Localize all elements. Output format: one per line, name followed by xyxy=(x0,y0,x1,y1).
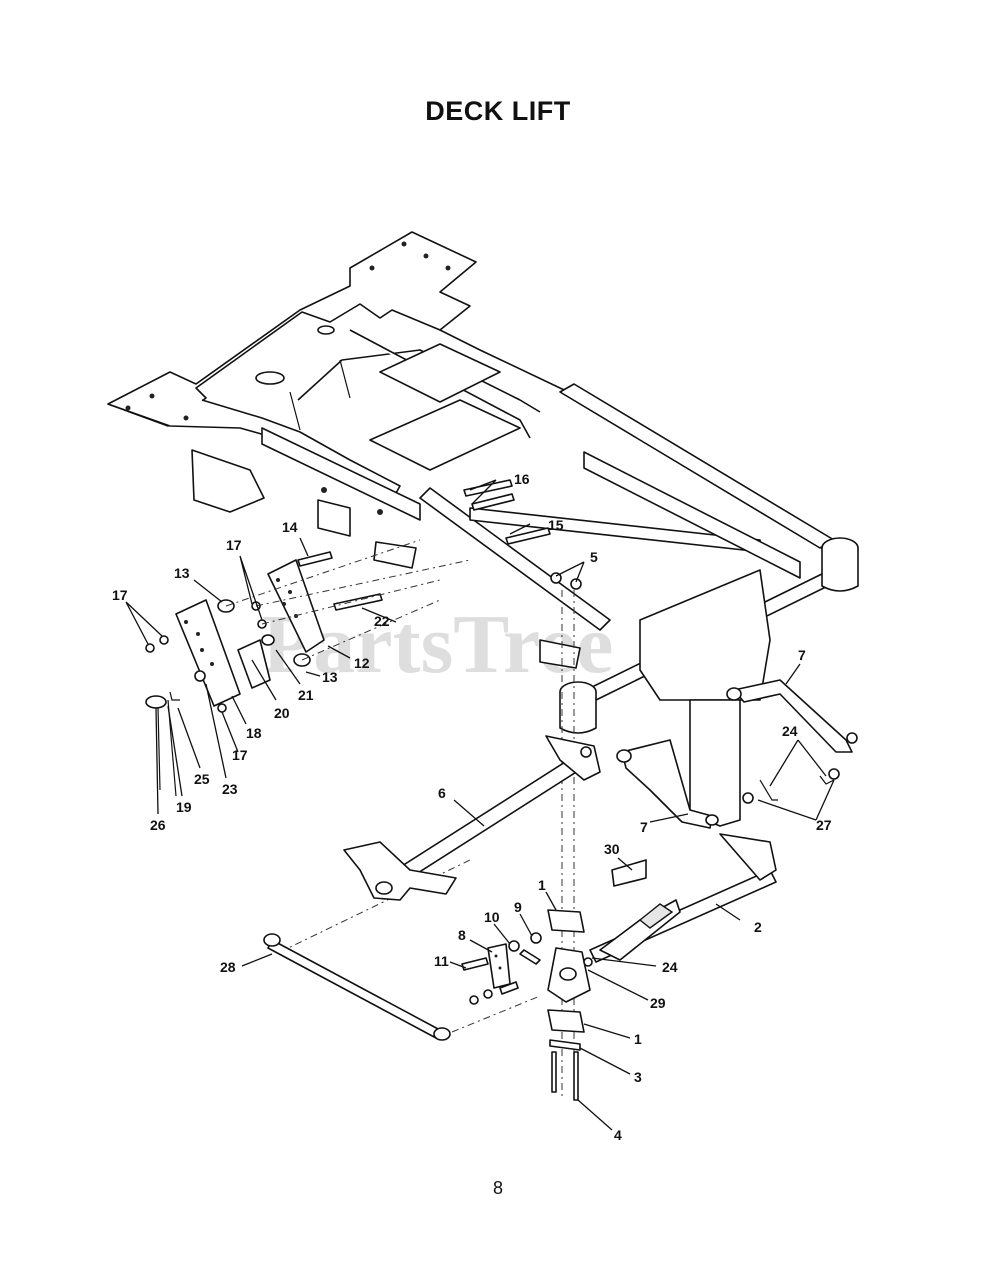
callout-17-c: 17 xyxy=(232,747,248,763)
callout-7-a: 7 xyxy=(798,647,806,663)
callout-26: 26 xyxy=(150,817,166,833)
callout-18: 18 xyxy=(246,725,262,741)
callout-20: 20 xyxy=(274,705,290,721)
callout-25: 25 xyxy=(194,771,210,787)
callout-5: 5 xyxy=(590,549,598,565)
callout-6: 6 xyxy=(438,785,446,801)
callout-9: 9 xyxy=(514,899,522,915)
callout-10: 10 xyxy=(484,909,500,925)
callout-30: 30 xyxy=(604,841,620,857)
callout-2: 2 xyxy=(754,919,762,935)
callout-21: 21 xyxy=(298,687,314,703)
rod-28 xyxy=(263,933,451,1041)
callout-1-b: 1 xyxy=(634,1031,642,1047)
lift-bar-2 xyxy=(589,833,777,963)
callout-13-b: 13 xyxy=(322,669,338,685)
callout-17-b: 17 xyxy=(112,587,128,603)
callout-7-b: 7 xyxy=(640,819,648,835)
callout-14: 14 xyxy=(282,519,298,535)
callout-16: 16 xyxy=(514,471,530,487)
callout-4: 4 xyxy=(614,1127,622,1143)
leader-lines xyxy=(125,479,835,1131)
lower-center-assembly xyxy=(461,859,647,1101)
callout-24-a: 24 xyxy=(782,723,798,739)
callout-29: 29 xyxy=(650,995,666,1011)
callout-27: 27 xyxy=(816,817,832,833)
callout-13-a: 13 xyxy=(174,565,190,581)
page-number: 8 xyxy=(492,1178,503,1198)
callout-28: 28 xyxy=(220,959,236,975)
callout-12: 12 xyxy=(354,655,370,671)
callouts: 16 15 5 14 17 13 17 22 12 13 21 20 18 17… xyxy=(112,471,832,1143)
callout-19: 19 xyxy=(176,799,192,815)
callout-17-a: 17 xyxy=(226,537,242,553)
hardware-24-27 xyxy=(742,768,840,804)
callout-24-b: 24 xyxy=(662,959,678,975)
page-title: DECK LIFT xyxy=(425,96,571,126)
callout-22: 22 xyxy=(374,613,390,629)
callout-11: 11 xyxy=(434,953,449,969)
a-arm-7 xyxy=(616,679,858,829)
main-frame xyxy=(107,231,859,827)
lift-shaft-6 xyxy=(343,735,601,901)
callout-8: 8 xyxy=(458,927,466,943)
callout-23: 23 xyxy=(222,781,238,797)
callout-3: 3 xyxy=(634,1069,642,1085)
bolts-upper xyxy=(297,479,582,611)
callout-15: 15 xyxy=(548,517,564,533)
callout-1-a: 1 xyxy=(538,877,546,893)
